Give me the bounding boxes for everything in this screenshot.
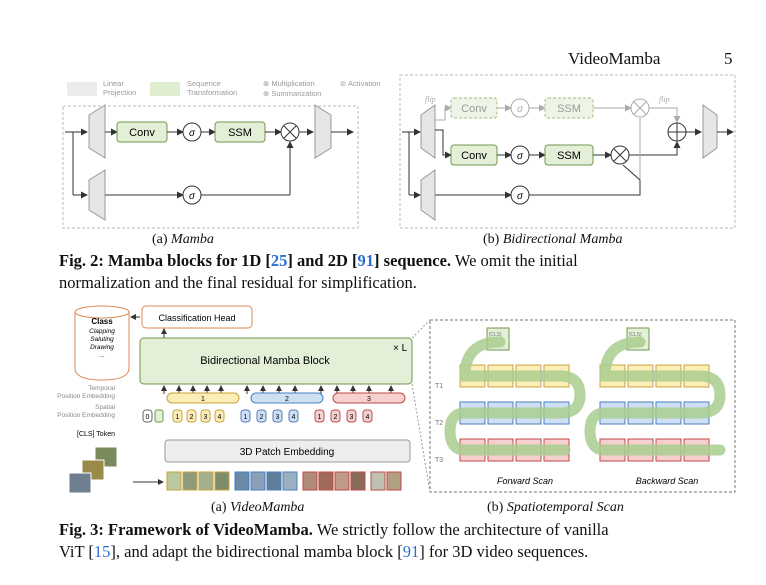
flip-label-2: flip	[659, 95, 670, 104]
conv-backward-label: Conv	[461, 103, 487, 115]
sigma-a2-label: σ	[189, 191, 196, 202]
legend-linear-swatch	[67, 82, 97, 96]
class-item-1: Saluting	[90, 336, 114, 343]
sigma-fwd-label: σ	[517, 151, 524, 162]
fig2-subcaption-b: (b) Bidirectional Mamba	[483, 232, 623, 247]
tok-b4: 4	[292, 414, 296, 421]
legend-act: ⊘ Activation	[340, 79, 380, 88]
scan-frame	[429, 319, 736, 493]
patch-embedding-label: 3D Patch Embedding	[240, 447, 335, 458]
conv-label-a: Conv	[129, 127, 155, 139]
class-item-3: ...	[99, 352, 105, 359]
class-item-2: Drawing	[90, 344, 114, 351]
temporal-emb-3-label: 3	[367, 396, 371, 403]
bidirectional-mamba-block	[139, 337, 413, 385]
tok-y2: 2	[190, 414, 194, 421]
tok-r3: 3	[350, 414, 354, 421]
sigma-gate-b-label: σ	[517, 191, 524, 202]
temporal-emb-1	[166, 392, 240, 404]
tok-b2: 2	[260, 414, 264, 421]
temporal-emb-3	[332, 392, 406, 404]
conv-forward-label: Conv	[461, 150, 487, 162]
class-item-0: Clapping	[89, 328, 115, 335]
fig3-subcaption-a: (a) VideoMamba	[211, 500, 305, 515]
times-l: × L	[393, 343, 408, 354]
tok-r2: 2	[334, 414, 338, 421]
linear-proj-in-top	[88, 104, 106, 159]
bi-linear-in-top	[420, 104, 436, 159]
legend-mult: ⊗ Multiplication	[263, 79, 315, 88]
video-frame-1	[68, 472, 92, 494]
class-title: Class	[91, 317, 113, 326]
ssm-block-backward	[544, 97, 594, 119]
tok-b1: 1	[244, 414, 248, 421]
linear-proj-out-a	[314, 104, 332, 159]
ssm-forward-label: SSM	[557, 150, 581, 162]
spatial-token-0	[142, 409, 153, 423]
tok-r1: 1	[318, 414, 322, 421]
mamba-frame	[62, 105, 359, 229]
bi-linear-in-bottom	[420, 169, 436, 221]
backward-scan-grid: [CLS]	[584, 327, 726, 462]
legend-seq-swatch	[150, 82, 180, 96]
fig3-caption: Fig. 3: Framework of VideoMamba. We stri…	[59, 520, 609, 561]
tok-y3: 3	[204, 414, 208, 421]
sigma-a1-label: σ	[189, 128, 196, 139]
t2-label: T2	[435, 420, 443, 427]
bimamba-frame	[399, 74, 736, 229]
ssm-label-a: SSM	[228, 127, 252, 139]
spatial-token-0-label: 0	[146, 414, 150, 421]
temporal-emb-2-label: 2	[285, 396, 289, 403]
fwd-cls-text: [CLS]	[489, 332, 502, 338]
legend-sum: ⊕ Summarization	[263, 89, 321, 98]
patch-embedding	[164, 439, 411, 463]
cls-token	[154, 409, 164, 423]
page-number: 5	[724, 49, 733, 68]
backward-scan-label: Backward Scan	[636, 476, 699, 486]
t3-label: T3	[435, 457, 443, 464]
forward-scan-grid: [CLS]	[444, 327, 586, 462]
cls-token-label: [CLS] Token	[77, 431, 115, 438]
forward-scan-label: Forward Scan	[497, 476, 553, 486]
tok-y1: 1	[176, 414, 180, 421]
fig3-diagram: Class Clapping Saluting Drawing ... Clas…	[57, 305, 736, 494]
classification-head	[141, 305, 253, 329]
bwd-cls-text: [CLS]	[629, 332, 642, 338]
ssm-backward-label: SSM	[557, 103, 581, 115]
patch-strip	[166, 471, 402, 491]
temporal-emb-1-label: 1	[201, 396, 205, 403]
classification-head-label: Classification Head	[158, 313, 235, 323]
tok-r4: 4	[366, 414, 370, 421]
running-title: VideoMamba	[568, 49, 661, 68]
temporal-emb-2	[250, 392, 324, 404]
fig3-subcaption-b: (b) Spatiotemporal Scan	[487, 500, 624, 515]
flip-label-1: flip	[425, 95, 436, 104]
t1-label: T1	[435, 383, 443, 390]
class-box	[74, 312, 130, 381]
linear-proj-in-bottom	[88, 169, 106, 221]
bi-linear-out	[702, 104, 718, 159]
mamba-block-label: Bidirectional Mamba Block	[200, 355, 330, 367]
tok-y4: 4	[218, 414, 222, 421]
fig2-caption: Fig. 2: Mamba blocks for 1D [25] and 2D …	[59, 251, 578, 292]
tok-b3: 3	[276, 414, 280, 421]
fig2-subcaption-a: (a) Mamba	[152, 232, 214, 247]
sigma-back-label: σ	[517, 104, 524, 115]
